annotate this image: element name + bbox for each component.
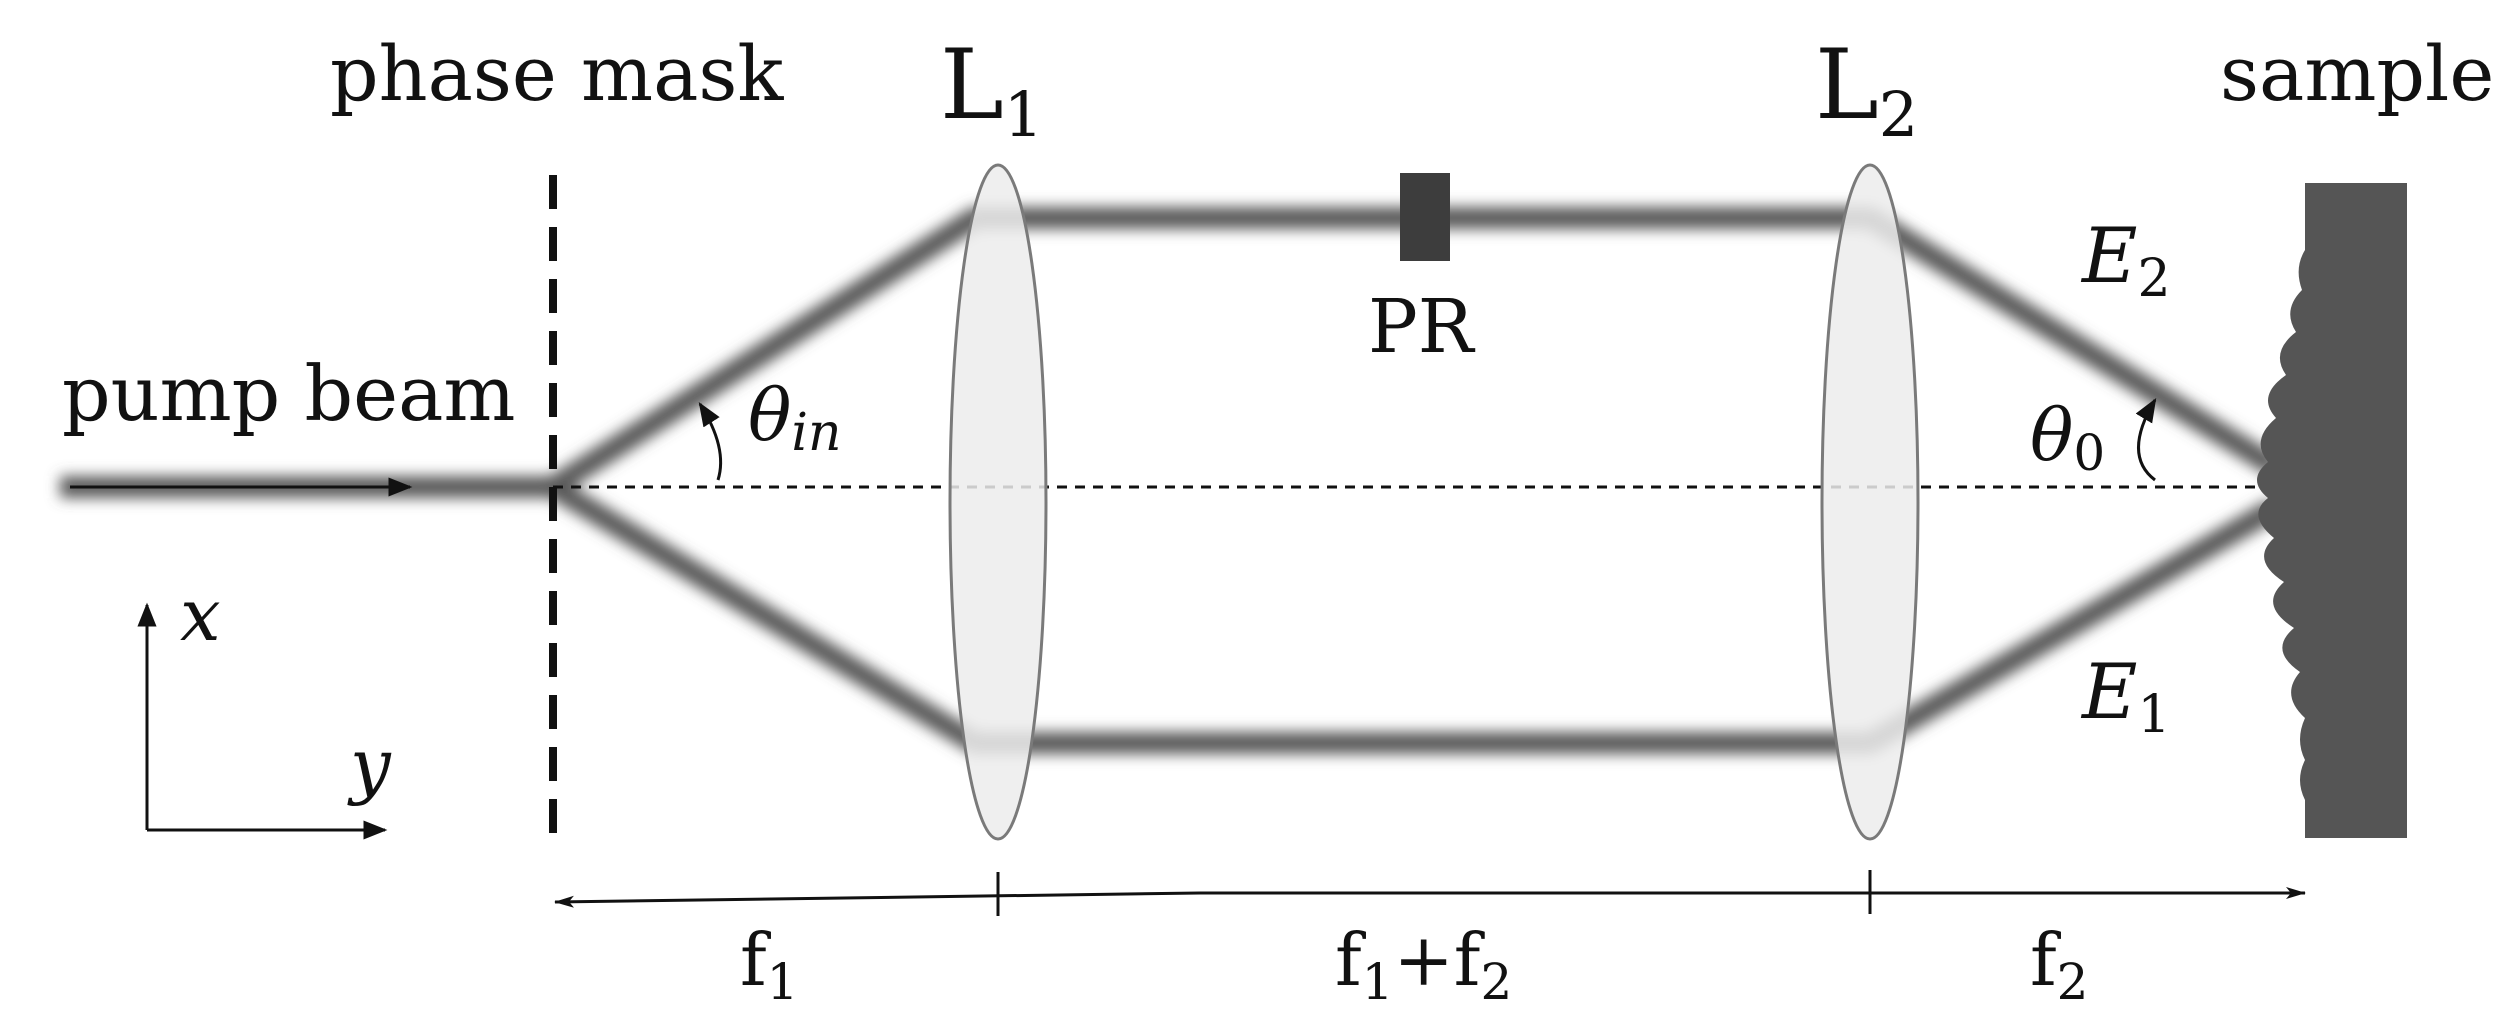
e2-label: E2 (2080, 211, 2171, 309)
dimension-f1-label: f1 (740, 918, 798, 1011)
lens-l2-label: L2 (1815, 29, 1918, 151)
sample-block (2257, 183, 2407, 838)
lens-l2 (1820, 163, 1920, 841)
x-axis-label: x (180, 573, 221, 657)
theta-in-label: θin (748, 373, 841, 463)
e1-label: E1 (2080, 647, 2171, 745)
phase-mask-label: phase mask (330, 29, 784, 118)
lens-l1-label: L1 (940, 29, 1043, 151)
lower-beam (547, 477, 2281, 754)
dimension-line-left (554, 891, 1201, 908)
pr-block (1400, 173, 1450, 261)
dimension-f1-plus-f2-label: f1+f2 (1335, 918, 1512, 1011)
theta-0-label: θ0 (2030, 393, 2105, 482)
y-axis-label: y (347, 723, 392, 807)
pump-beam-label: pump beam (62, 349, 515, 438)
pr-label: PR (1368, 284, 1476, 370)
dimension-f2-label: f2 (2030, 918, 2088, 1011)
lens-l1 (948, 163, 1048, 841)
theta-0-arc (2135, 397, 2157, 482)
theta-in-arc (698, 401, 723, 481)
beam-paths (60, 207, 2281, 754)
sample-label: sample (2220, 29, 2494, 118)
